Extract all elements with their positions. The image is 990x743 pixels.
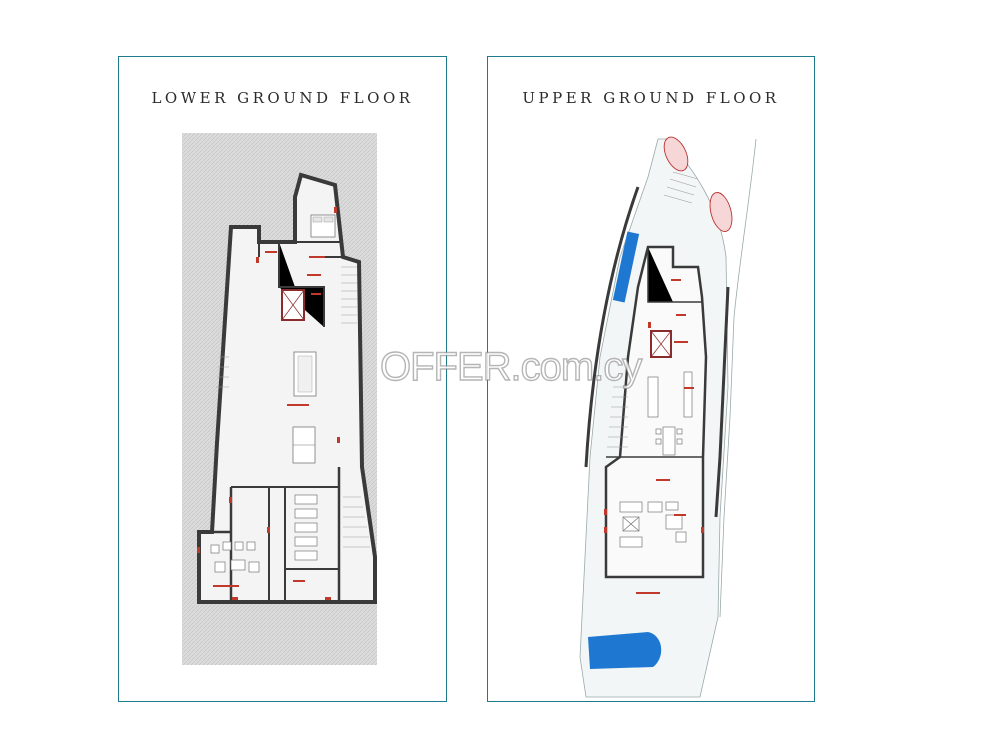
room-labels <box>636 279 694 594</box>
upper-ground-floor-title: UPPER GROUND FLOOR <box>522 89 780 107</box>
door-markers <box>604 322 704 533</box>
lift <box>281 289 305 321</box>
parked-car <box>663 136 689 172</box>
upper-ground-floor-panel: UPPER GROUND FLOOR <box>487 56 815 702</box>
upper-ground-floor-plan <box>579 136 757 698</box>
door-markers <box>197 207 340 600</box>
sofa <box>619 501 687 548</box>
pool <box>612 231 640 303</box>
staircase <box>607 171 699 448</box>
games-table <box>293 351 317 397</box>
lower-ground-floor-title: LOWER GROUND FLOOR <box>151 89 414 107</box>
parked-car <box>709 192 733 232</box>
exterior-wall <box>584 186 730 518</box>
dining-table <box>655 426 683 456</box>
building-footprint <box>197 172 377 604</box>
lounge-seating <box>210 541 260 573</box>
pool <box>588 632 662 669</box>
lower-ground-floor-plan <box>182 133 377 665</box>
kitchen-counter <box>647 371 693 418</box>
lift <box>650 330 672 358</box>
loungers <box>294 494 318 561</box>
staircase <box>216 266 370 548</box>
table-tennis-table <box>292 426 316 464</box>
room-labels <box>213 251 325 587</box>
bed <box>310 214 336 238</box>
lower-ground-floor-panel: LOWER GROUND FLOOR <box>118 56 447 702</box>
